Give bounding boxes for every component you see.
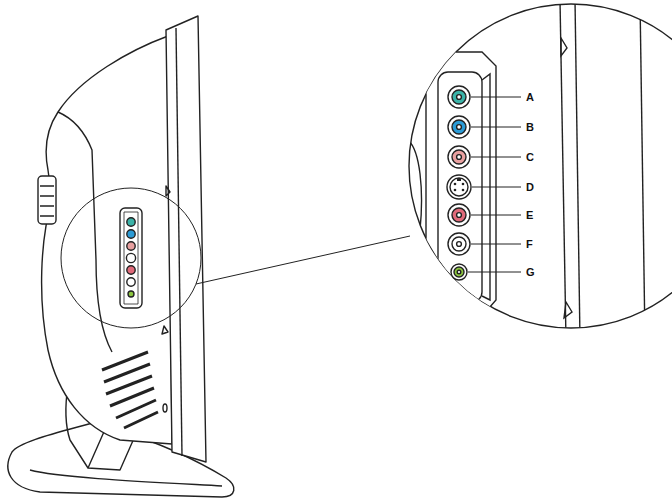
callout-letter: D <box>526 181 534 193</box>
callout-letter: C <box>526 151 534 163</box>
callout-letter: E <box>526 209 533 221</box>
callout-letter: B <box>526 121 534 133</box>
callout-letter: G <box>526 266 535 278</box>
callout-letter: A <box>526 91 534 103</box>
leader-lines <box>468 97 521 272</box>
callout-letter: F <box>526 238 533 250</box>
